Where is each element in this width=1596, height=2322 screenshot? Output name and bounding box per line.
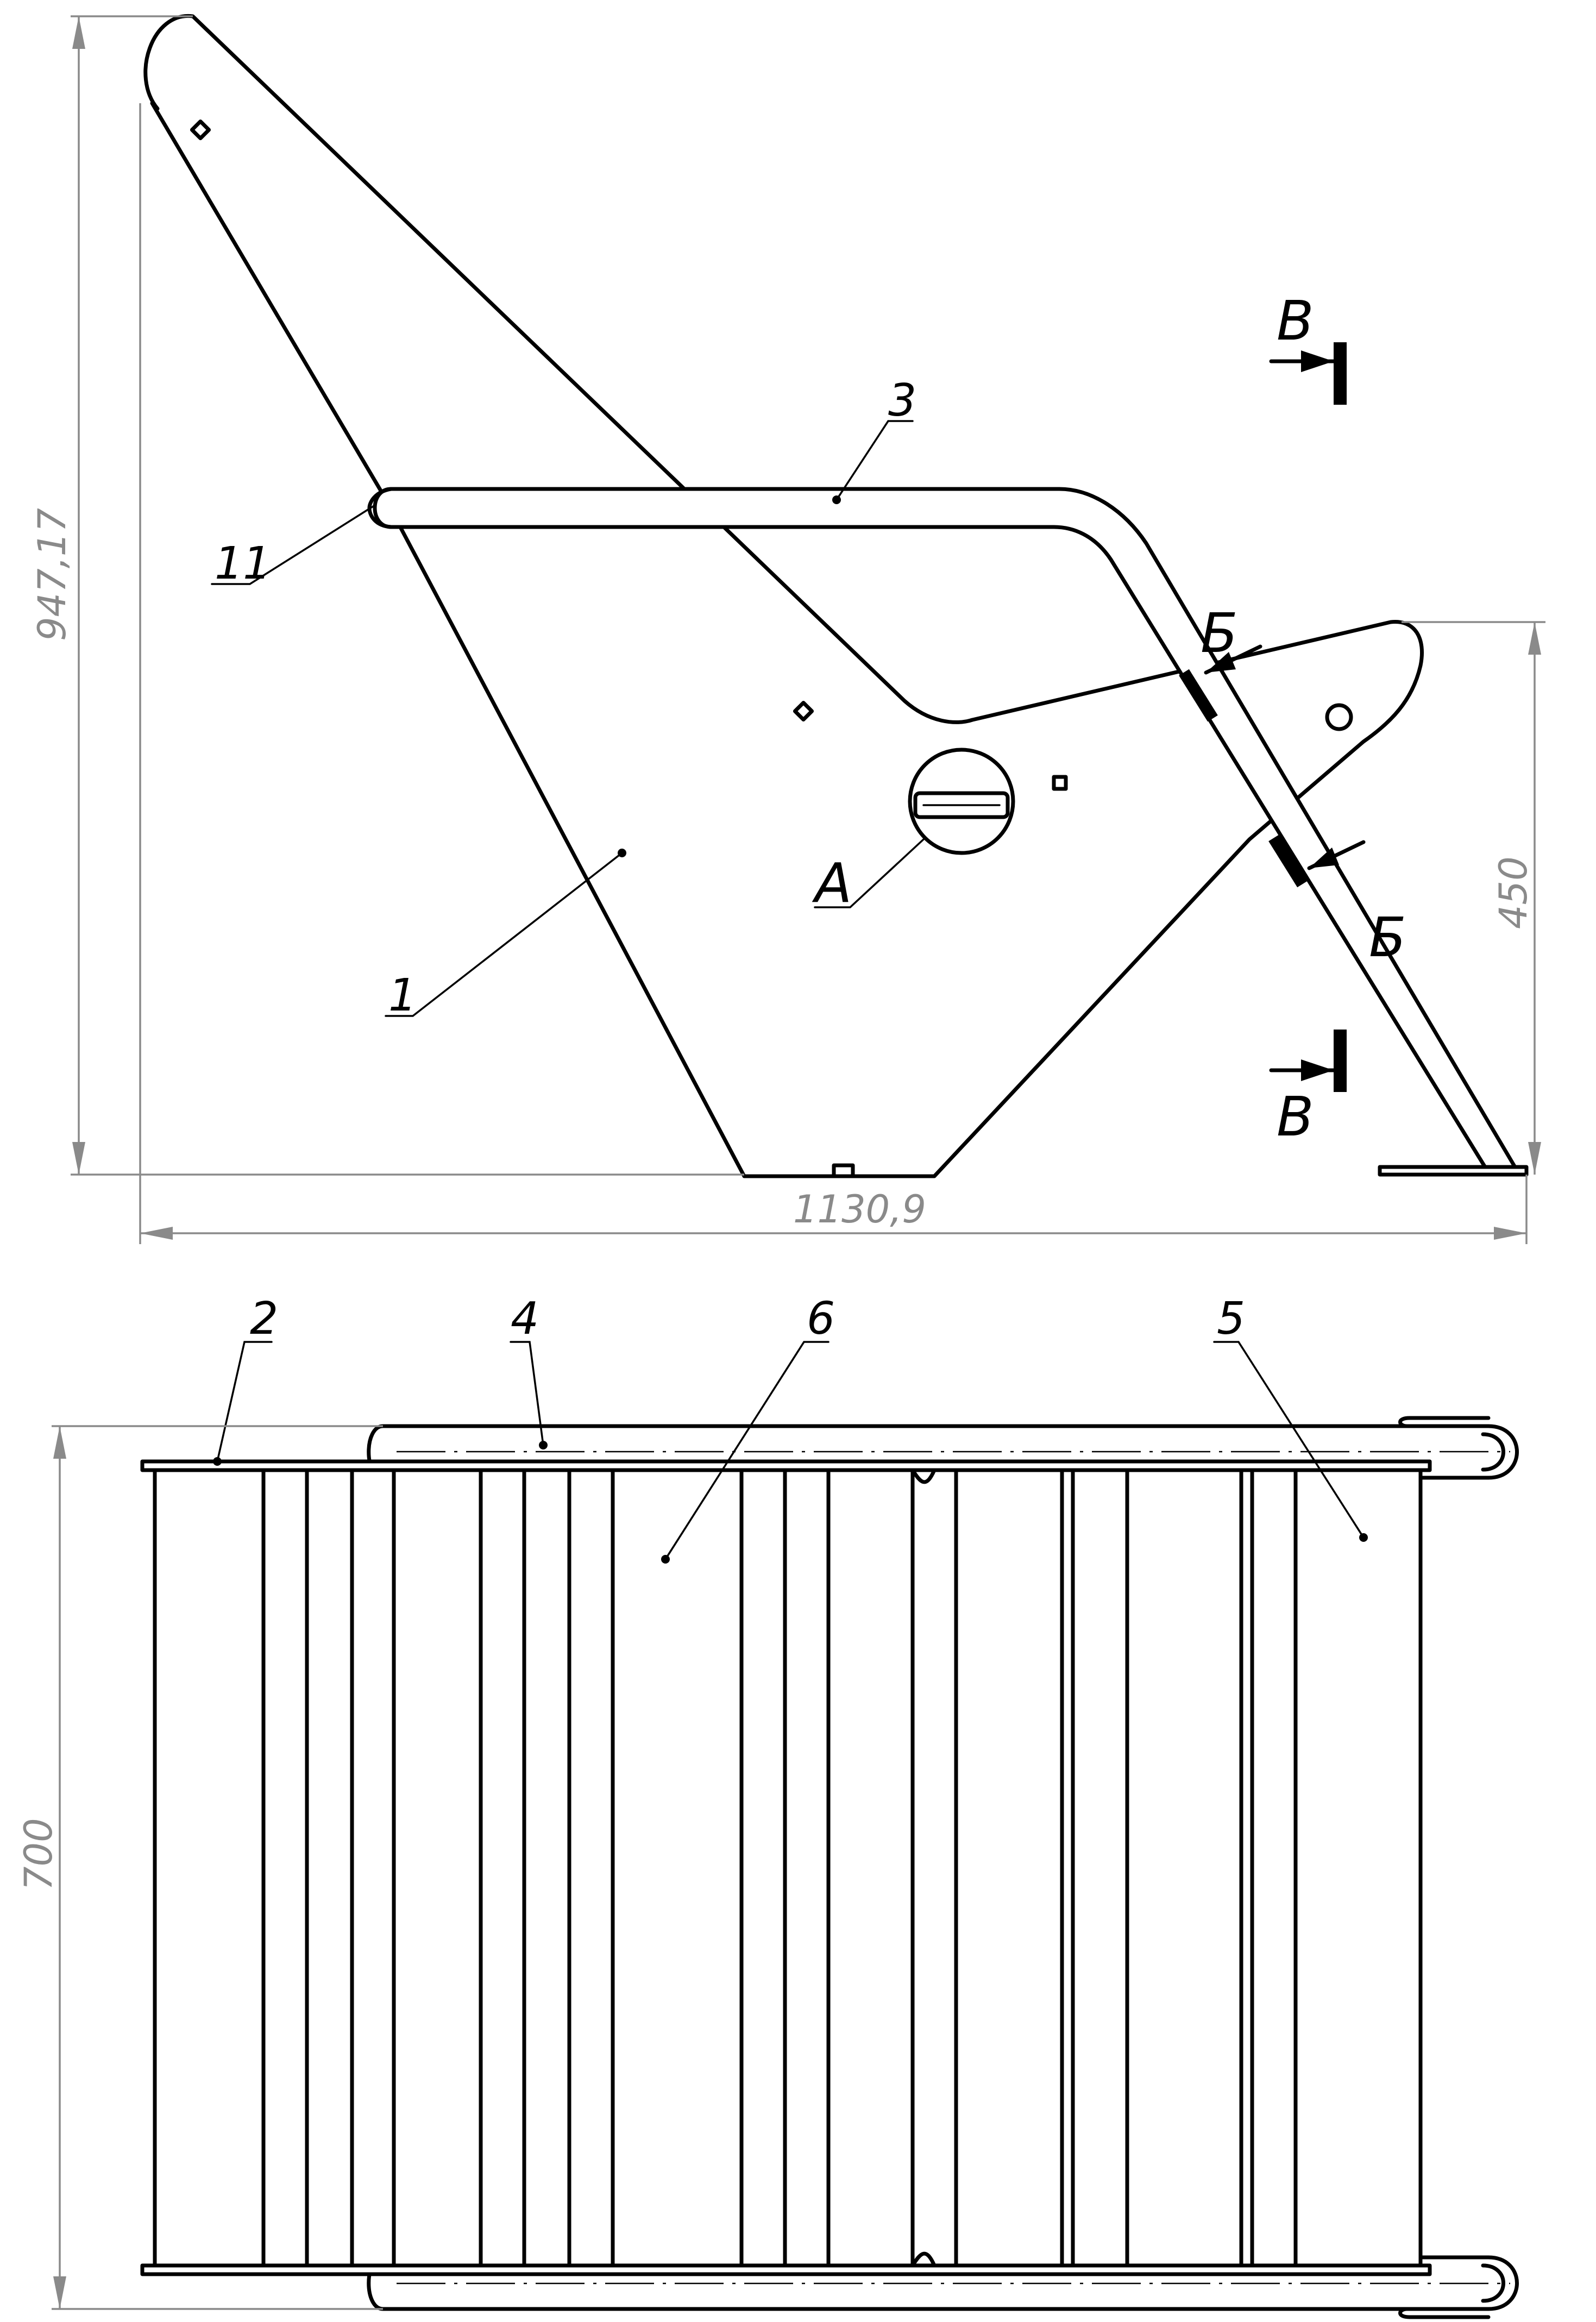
side-view: Б Б В В А 1 3 11 947,17 1130,9 — [30, 14, 1545, 1244]
dim-height-side: 947,17 — [30, 508, 74, 641]
section-label-b-upper: Б — [1201, 601, 1238, 665]
dim-width: 1130,9 — [793, 1187, 926, 1232]
leader-part-3 — [835, 420, 914, 501]
detail-a-leader — [814, 838, 925, 908]
seat-frame-part-5 — [153, 1468, 1423, 2268]
dim-ext — [52, 1425, 383, 2310]
top-tube-inner — [1398, 1416, 1491, 1428]
leader-part-4 — [510, 1341, 544, 1446]
leader-part-11 — [211, 504, 376, 585]
dim-width-top: 700 — [16, 1818, 61, 1891]
section-arrow-b-upper-head — [1206, 652, 1236, 673]
top-view: 4 2 6 5 700 — [16, 1293, 1519, 2319]
armrest-tube-part-3 — [373, 487, 1518, 1170]
dim-ext — [71, 15, 744, 1176]
bottom-tube-inner — [1398, 2307, 1491, 2319]
section-mark-v-upper — [1334, 342, 1347, 405]
leader-part-2 — [216, 1341, 273, 1463]
side-plate-part-1 — [143, 14, 1424, 1178]
section-arrow-v-upper-head — [1301, 350, 1334, 372]
label-part-5: 5 — [1217, 1293, 1245, 1345]
section-mark-b-lower — [1268, 834, 1308, 888]
small-hole — [1052, 775, 1068, 791]
detail-a-slot — [913, 791, 1010, 819]
label-part-1: 1 — [388, 970, 417, 1021]
label-part-11: 11 — [215, 538, 271, 589]
small-hole — [793, 700, 814, 722]
label-part-3: 3 — [888, 375, 916, 426]
section-arrow-v-lower-head — [1301, 1059, 1334, 1081]
hidden-edge — [910, 1468, 937, 1484]
bottom-tube-bend-inner — [1481, 2263, 1505, 2303]
bottom-notch — [832, 1163, 855, 1178]
dim-height-leg: 450 — [1491, 856, 1536, 929]
small-hole — [190, 119, 211, 141]
round-hole — [1325, 703, 1353, 731]
top-tube-bend-inner — [1481, 1432, 1505, 1472]
detail-a-circle — [908, 748, 1015, 855]
section-label-v-lower: В — [1277, 1085, 1314, 1149]
section-label-b-lower: Б — [1369, 906, 1406, 969]
leader-part-6 — [664, 1341, 830, 1560]
section-mark-b-upper — [1179, 669, 1218, 722]
leader-part-5 — [1213, 1341, 1365, 1539]
section-mark-v-lower — [1334, 1030, 1347, 1092]
leader-part-1 — [385, 852, 623, 1017]
section-arrow-b-lower-head — [1309, 848, 1339, 868]
detail-a-label: А — [812, 851, 852, 915]
label-part-6: 6 — [807, 1293, 835, 1345]
dim-ext — [139, 103, 1528, 1244]
label-part-2: 2 — [250, 1293, 278, 1345]
foot-plate — [1378, 1165, 1529, 1177]
section-label-v-upper: В — [1277, 289, 1314, 353]
hidden-edge — [910, 2251, 937, 2268]
slats-part-6 — [261, 1468, 1298, 2268]
slat-line — [261, 1468, 1298, 2268]
label-part-4: 4 — [511, 1293, 539, 1345]
